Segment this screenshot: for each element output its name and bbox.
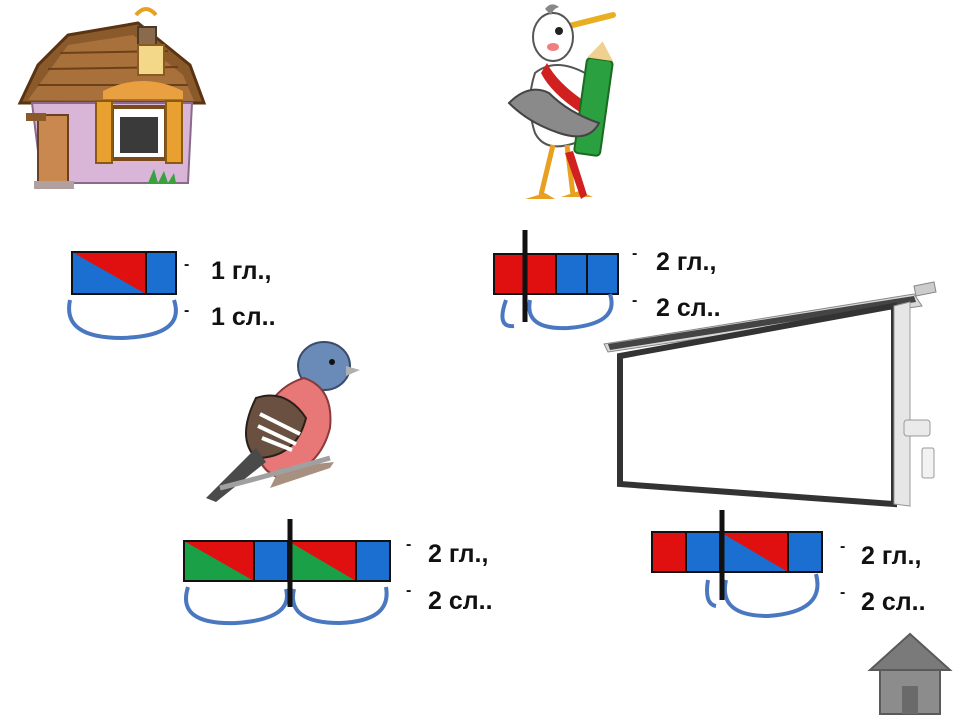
home-button[interactable] xyxy=(866,630,956,720)
cell-consonant xyxy=(686,532,720,572)
syllable-arc xyxy=(67,299,178,341)
dash-mark: - xyxy=(406,536,412,553)
syllable-count-label: 2 сл.. xyxy=(428,587,493,615)
syllable-arc xyxy=(184,586,289,626)
syllable-arc xyxy=(527,293,614,331)
cell-consonant xyxy=(146,252,176,294)
cell-consonant xyxy=(788,532,822,572)
schema-stork xyxy=(493,230,619,331)
syllable-arc xyxy=(722,573,820,619)
house-icon xyxy=(17,7,207,189)
cell-consonant xyxy=(254,541,288,581)
vowel-count-label: 2 гл., xyxy=(656,248,717,276)
dash-mark: - xyxy=(632,245,638,262)
dash-mark: - xyxy=(840,538,846,555)
cell-vowel xyxy=(494,254,525,294)
dash-mark: - xyxy=(840,584,846,601)
schema-house xyxy=(67,251,178,341)
schema-finch xyxy=(183,519,391,626)
vowel-count-label: 1 гл., xyxy=(211,257,272,285)
stork-icon xyxy=(507,4,616,199)
dash-mark: - xyxy=(406,582,412,599)
finch-icon xyxy=(206,341,360,502)
syllable-count-label: 1 сл.. xyxy=(211,303,276,331)
projector-screen-icon xyxy=(603,281,937,508)
syllable-arc xyxy=(500,299,515,329)
dash-mark: - xyxy=(632,292,638,309)
dash-mark: - xyxy=(184,302,190,319)
schema-screen xyxy=(651,510,823,619)
cell-consonant xyxy=(556,254,587,294)
cell-vowel xyxy=(652,532,686,572)
syllable-count-label: 2 сл.. xyxy=(861,588,926,616)
cell-consonant xyxy=(356,541,390,581)
syllable-arc xyxy=(290,586,389,626)
vowel-count-label: 2 гл., xyxy=(428,540,489,568)
home-icon xyxy=(867,632,953,715)
syllable-count-label: 2 сл.. xyxy=(656,294,721,322)
vowel-count-label: 2 гл., xyxy=(861,542,922,570)
cell-consonant xyxy=(587,254,618,294)
dash-mark: - xyxy=(184,256,190,273)
syllable-arc xyxy=(705,579,717,608)
cell-vowel xyxy=(525,254,556,294)
